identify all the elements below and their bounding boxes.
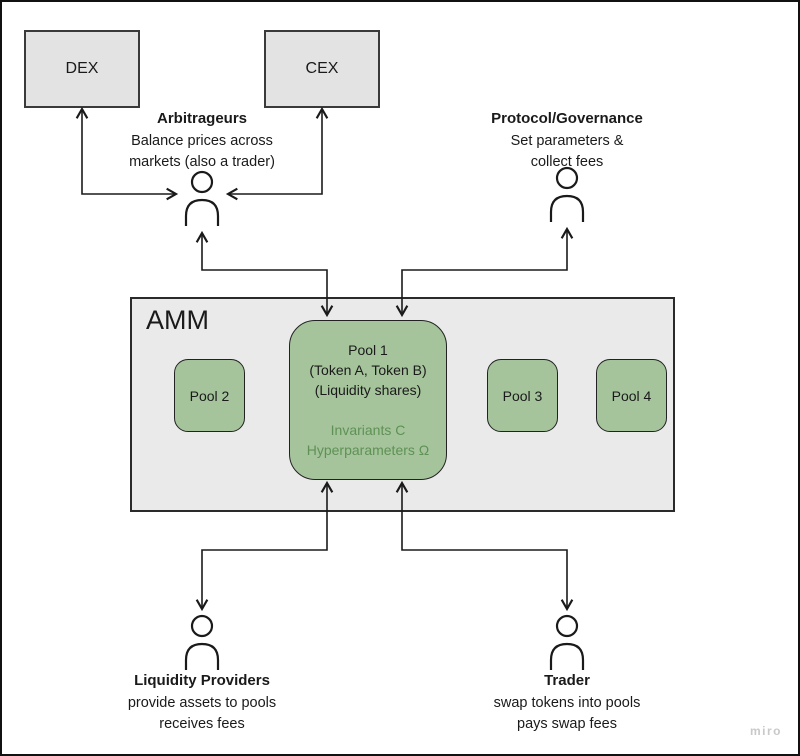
pool1-hyperparameters-line: Hyperparameters Ω [306,442,430,458]
pool1-tokens-line: (Token A, Token B) [309,362,427,378]
cex-label: CEX [305,60,339,77]
trader-person-icon[interactable] [545,614,589,672]
miro-watermark: miro [749,724,782,738]
amm-title: AMM [146,305,209,335]
governance-text-block[interactable]: Protocol/Governance Set parameters & col… [467,108,667,172]
pool4-node[interactable]: Pool 4 [596,359,667,432]
trader-desc-line1: swap tokens into pools [493,695,641,712]
dex-node[interactable]: DEX [24,30,140,108]
pool3-label: Pool 3 [502,387,543,404]
liquidity-provider-person-icon[interactable] [180,614,224,672]
liquidity-providers-desc-line2: receives fees [159,715,245,732]
pool2-label: Pool 2 [189,387,230,404]
arbitrageurs-text-block[interactable]: Arbitrageurs Balance prices across marke… [102,108,302,172]
trader-title: Trader [544,672,590,689]
pool3-node[interactable]: Pool 3 [487,359,558,432]
governance-desc-line1: Set parameters & [510,133,624,150]
arbitrageurs-title: Arbitrageurs [156,110,248,127]
cex-node[interactable]: CEX [264,30,380,108]
pool1-node[interactable]: Pool 1 (Token A, Token B) (Liquidity sha… [289,320,447,480]
amm-container[interactable]: AMM Pool 2 Pool 1 (Token A, Token B) (Li… [130,297,675,512]
trader-desc-line2: pays swap fees [517,715,617,732]
arbitrageurs-desc-line1: Balance prices across [131,133,273,150]
pool1-invariants-line: Invariants C [330,422,406,438]
liquidity-providers-title: Liquidity Providers [134,672,270,689]
dex-label: DEX [65,60,99,77]
arbitrageur-person-icon[interactable] [180,170,224,228]
governance-desc-line2: collect fees [530,153,604,170]
governance-person-icon[interactable] [545,166,589,224]
liquidity-providers-text-block[interactable]: Liquidity Providers provide assets to po… [87,670,317,734]
liquidity-providers-desc-line1: provide assets to pools [127,695,277,712]
governance-title: Protocol/Governance [491,110,643,127]
trader-text-block[interactable]: Trader swap tokens into pools pays swap … [452,670,682,734]
pool1-shares-line: (Liquidity shares) [314,382,422,398]
pool2-node[interactable]: Pool 2 [174,359,245,432]
pool1-title: Pool 1 [348,342,388,358]
pool4-label: Pool 4 [611,387,652,404]
